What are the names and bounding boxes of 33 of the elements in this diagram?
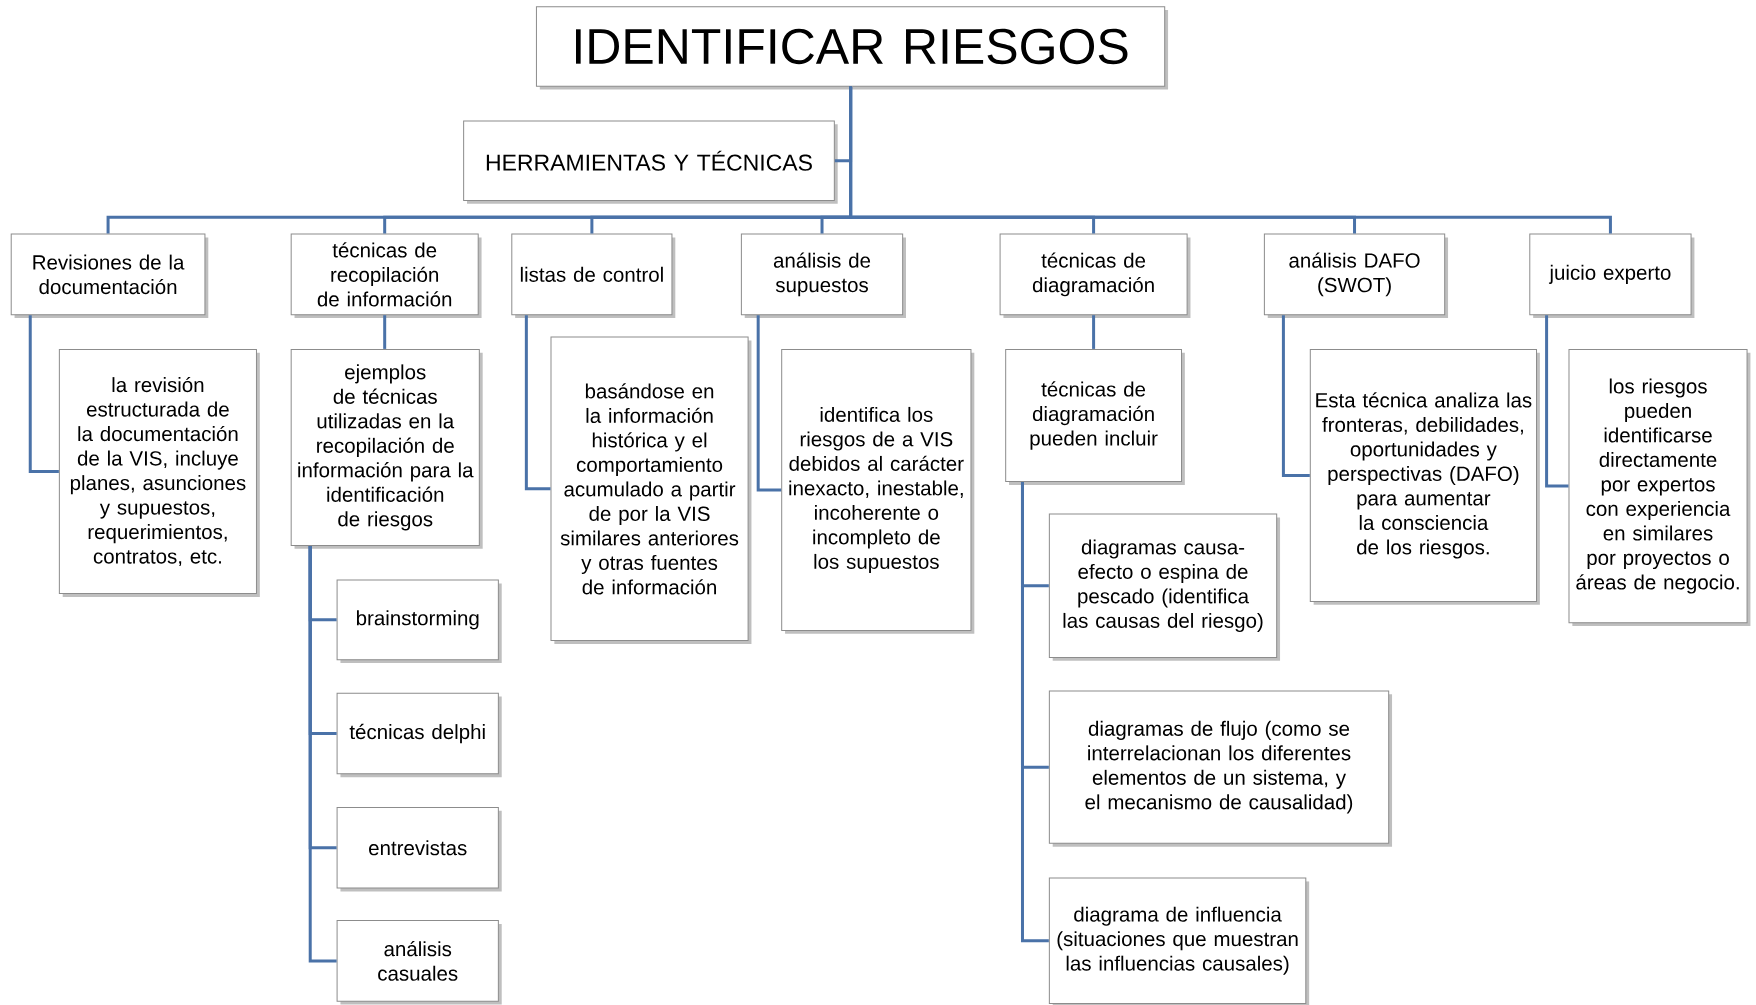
- text-box: Revisiones de la documentación: [10, 233, 209, 319]
- text-box: análisis casuales: [336, 920, 502, 1005]
- connector-line: [756, 315, 782, 492]
- text-box: Esta técnica analiza las fronteras, debilidades, oportunidades y perspectivas (DAFO) para aumentar la consciencia de los riesgos.: [1309, 348, 1540, 605]
- connector-line: [1021, 482, 1049, 943]
- text-box: brainstorming: [336, 579, 502, 663]
- text-box: diagrama de influencia (situaciones que muestran las influencias causales): [1048, 877, 1310, 1005]
- connector-line: [383, 315, 387, 349]
- text-box: técnicas de recopilación de información: [290, 233, 482, 319]
- text-box: técnicas delphi: [336, 692, 502, 778]
- text-box: análisis de supuestos: [740, 233, 906, 319]
- title-box: IDENTIFICAR RIESGOS: [535, 6, 1169, 90]
- connector-line: [1092, 315, 1096, 349]
- text-box: diagramas causa-efecto o espina de pescado (identifica las causas del riesgo): [1048, 513, 1281, 661]
- connector-line: [849, 86, 1612, 234]
- text-box: identifica los riesgos de a VIS debidos al carácter inexacto, inestable, incoherente o incompleto de los supuestos: [781, 348, 975, 634]
- connector-line: [524, 315, 551, 491]
- connector-line: [1545, 315, 1569, 488]
- text-box: entrevistas: [336, 806, 502, 892]
- text-box: técnicas de diagramación: [999, 233, 1191, 319]
- connector-line: [1281, 315, 1310, 477]
- text-box: diagramas de flujo (como se interrelacionan los diferentes elementos de un sistema, y el mecanismo de causalidad): [1048, 690, 1393, 847]
- text-box: basándose en la información histórica y el comportamiento acumulado a partir de por la VIS similares anteriores y otras fuentes de información: [550, 336, 752, 644]
- text-box: análisis DAFO (SWOT): [1263, 233, 1449, 319]
- connector-line: [28, 315, 59, 473]
- connector-line: [308, 545, 337, 963]
- text-box: listas de control: [511, 233, 676, 319]
- text-box: juicio experto: [1529, 233, 1695, 319]
- text-box: técnicas de diagramación pueden incluir: [1005, 348, 1185, 485]
- text-box: la revisión estructurada de la documentación de la VIS, incluye planes, asunciones y supuestos, requerimientos, contratos, etc.: [58, 348, 260, 597]
- text-box: HERRAMIENTAS Y TÉCNICAS: [463, 120, 838, 204]
- text-box: los riesgos pueden identificarse directamente por expertos con experiencia en similares por proyectos o áreas de negocio.: [1568, 348, 1751, 627]
- text-box: ejemplos de técnicas utilizadas en la recopilación de información para la identificación de riesgos: [290, 348, 483, 549]
